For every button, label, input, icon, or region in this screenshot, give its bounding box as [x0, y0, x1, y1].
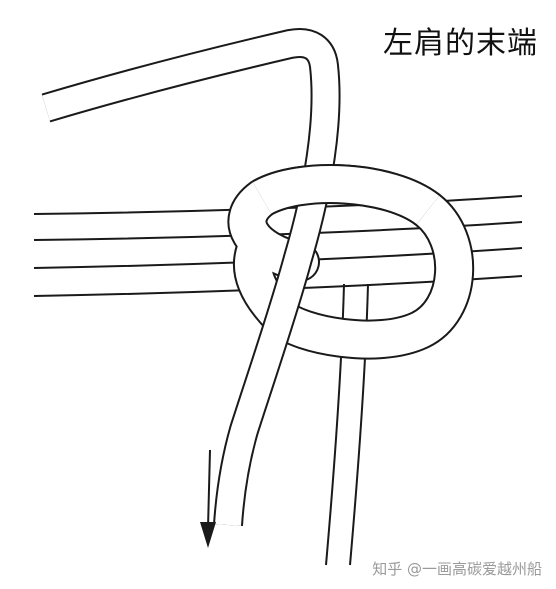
- arrow-shaft: [207, 449, 211, 529]
- knot-loop-front-fill: [252, 166, 440, 225]
- arrow-head: [200, 522, 216, 548]
- diagram-caption: 左肩的末端: [383, 26, 538, 61]
- watermark-text: 知乎 @一画高碳爱越州船: [372, 560, 542, 578]
- diagonal-cord-fill: [42, 30, 339, 526]
- vertical-cord-center-left: [325, 283, 345, 566]
- vertical-cord-center-right: [349, 283, 369, 566]
- vertical-cords: [325, 283, 369, 566]
- diagonal-cord: [41, 28, 341, 527]
- knot-loop-front: [251, 164, 441, 227]
- direction-arrow: [200, 449, 216, 548]
